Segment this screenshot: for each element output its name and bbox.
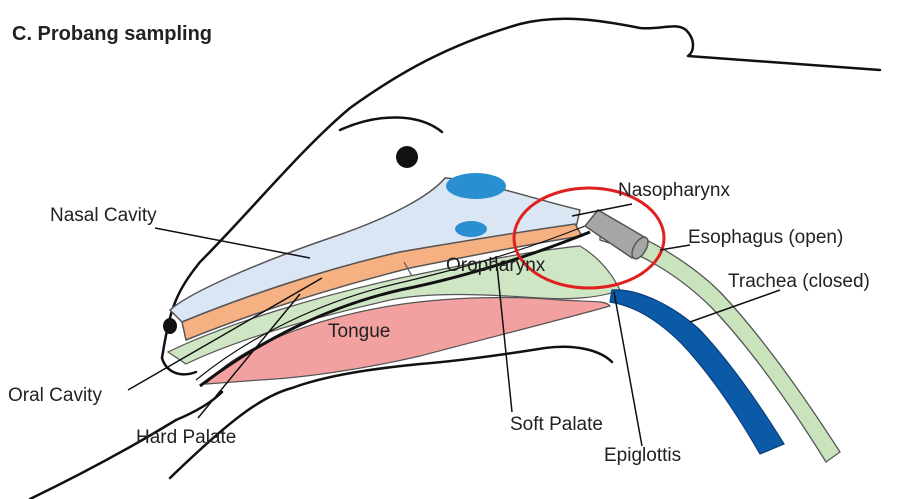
eye [396, 146, 418, 168]
leader-nasal-cavity [155, 228, 310, 258]
label-nasopharynx: Nasopharynx [618, 180, 730, 201]
label-nasal-cavity: Nasal Cavity [50, 205, 157, 226]
leader-epiglottis [614, 292, 642, 446]
nostril-icon [163, 318, 177, 334]
label-esophagus: Esophagus (open) [688, 227, 843, 248]
probang-cup [585, 210, 651, 261]
label-epiglottis: Epiglottis [604, 445, 681, 466]
eyebrow [340, 117, 442, 132]
ethmoid-spot-upper [446, 173, 506, 199]
label-oral-cavity: Oral Cavity [8, 385, 102, 406]
label-hard-palate: Hard Palate [136, 427, 236, 448]
ethmoid-spot-lower [455, 221, 487, 237]
diagram-title: C. Probang sampling [12, 23, 212, 45]
trachea-region [610, 290, 784, 454]
label-soft-palate: Soft Palate [510, 414, 603, 435]
label-oropharynx: Oropharynx [446, 255, 546, 276]
label-trachea: Trachea (closed) [728, 271, 870, 292]
label-tongue: Tongue [328, 321, 390, 342]
